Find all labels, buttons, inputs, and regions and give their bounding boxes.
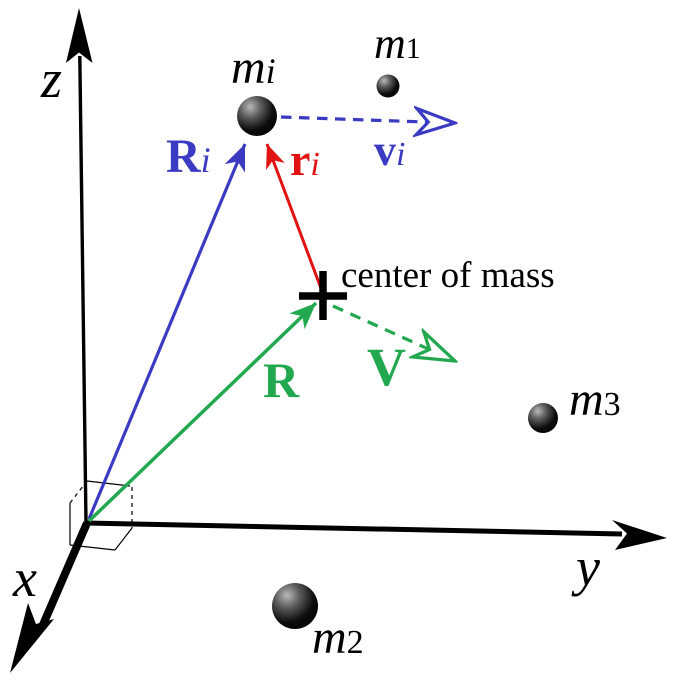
- y-axis-arrowhead-icon: [612, 520, 667, 550]
- x-axis: [10, 521, 91, 673]
- z-axis-arrowhead-icon: [66, 8, 93, 63]
- mass-m3-label: m3: [569, 373, 621, 426]
- y-axis-line: [85, 520, 623, 537]
- y-axis-label: y: [571, 537, 600, 597]
- center-of-mass-cross-icon: [299, 271, 347, 320]
- vector-V-com-velocity-arrow: [332, 304, 455, 361]
- vector-vi-label: vi: [374, 126, 405, 175]
- vector-V-label: V: [367, 337, 406, 397]
- mass-m2-label: m2: [312, 611, 364, 664]
- z-axis-line: [78, 55, 88, 524]
- x-axis-line: [38, 521, 91, 629]
- mass-mi-label: mi: [231, 41, 276, 94]
- z-axis: [66, 8, 93, 524]
- vector-Ri-position-arrow: [87, 143, 247, 520]
- mass-m1-label: m1: [374, 19, 421, 68]
- mass-m1-sphere: [376, 74, 400, 98]
- vector-vi-velocity-arrow: [280, 117, 455, 123]
- vector-R-com-position-arrow: [87, 301, 318, 523]
- mass-m2-sphere: [272, 583, 318, 629]
- mass-mi-sphere: [237, 96, 277, 136]
- z-axis-label: z: [40, 49, 62, 109]
- vector-Ri-label: Ri: [166, 130, 211, 183]
- x-axis-label: x: [12, 548, 37, 608]
- vector-ri-label: ri: [290, 134, 320, 185]
- center-of-mass-text: center of mass: [341, 255, 555, 296]
- vector-ri-relative-arrow: [265, 143, 324, 292]
- mass-m3-sphere: [528, 403, 558, 433]
- origin-unit-box: [69, 480, 133, 551]
- y-axis: [85, 520, 667, 550]
- vector-R-label: R: [263, 352, 300, 408]
- x-axis-arrowhead-icon: [10, 603, 54, 673]
